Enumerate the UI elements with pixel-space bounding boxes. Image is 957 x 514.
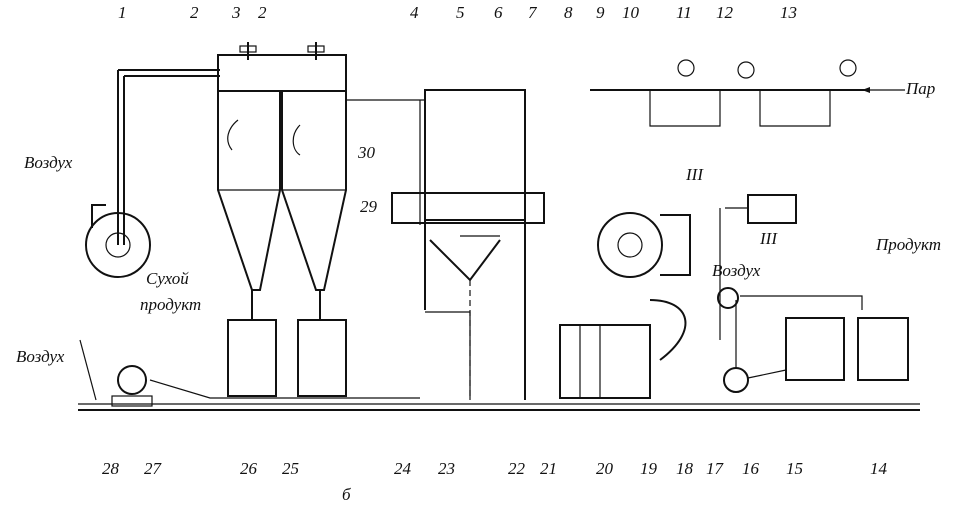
callout-6: 6 <box>494 3 503 22</box>
collector-pipe <box>425 311 471 400</box>
callout-12: 12 <box>716 3 734 22</box>
label-product-right: Продукт <box>875 235 941 254</box>
callout-23: 23 <box>438 459 455 478</box>
callout-11: 11 <box>676 3 692 22</box>
callout-8: 8 <box>564 3 573 22</box>
valve-3 <box>239 42 325 60</box>
callout-16: 16 <box>742 459 760 478</box>
product-can-26 <box>227 290 347 397</box>
callout-30: 30 <box>357 143 376 162</box>
callout-25: 25 <box>282 459 299 478</box>
callout-26: 26 <box>240 459 258 478</box>
callout-10: 10 <box>622 3 640 22</box>
callout-15: 15 <box>786 459 803 478</box>
blower-27 <box>79 339 420 407</box>
label-air-bottom: Воздух <box>16 347 65 366</box>
callout-9: 9 <box>596 3 605 22</box>
callout-13: 13 <box>780 3 797 22</box>
callout-3: 3 <box>231 3 241 22</box>
callout-22: 22 <box>508 459 526 478</box>
label-air-left: Воздух <box>24 153 73 172</box>
steam-line <box>590 59 905 127</box>
callout-29: 29 <box>360 197 378 216</box>
label-III-b: III <box>759 229 778 248</box>
callout-24: 24 <box>394 459 412 478</box>
callout-1: 1 <box>118 3 127 22</box>
callout-18: 18 <box>676 459 694 478</box>
heater-20 <box>559 299 687 399</box>
callout-4: 4 <box>410 3 419 22</box>
callout-7: 7 <box>528 3 538 22</box>
tanks-and-pump <box>717 287 909 393</box>
cyclone-right <box>281 91 347 291</box>
callout-2a: 2 <box>190 3 199 22</box>
callout-14: 14 <box>870 459 888 478</box>
label-subfigure-b: б <box>342 485 351 504</box>
drying-chamber <box>424 89 526 400</box>
callout-28: 28 <box>102 459 120 478</box>
fan-10 <box>597 212 691 278</box>
callout-17: 17 <box>706 459 725 478</box>
callout-5: 5 <box>456 3 465 22</box>
return-duct <box>346 99 425 225</box>
label-steam: Пар <box>905 79 935 98</box>
callout-20: 20 <box>596 459 614 478</box>
label-dry: Сухой <box>146 269 189 288</box>
label-III-a: III <box>685 165 704 184</box>
callout-19: 19 <box>640 459 658 478</box>
fan-1 <box>85 69 220 278</box>
fluid-bed-29 <box>391 192 545 224</box>
label-air-right: Воздух <box>712 261 761 280</box>
callout-2b: 2 <box>258 3 267 22</box>
callout-21: 21 <box>540 459 557 478</box>
label-dry-product: продукт <box>140 295 201 314</box>
preheater-12 <box>719 194 797 340</box>
callout-27: 27 <box>144 459 163 478</box>
